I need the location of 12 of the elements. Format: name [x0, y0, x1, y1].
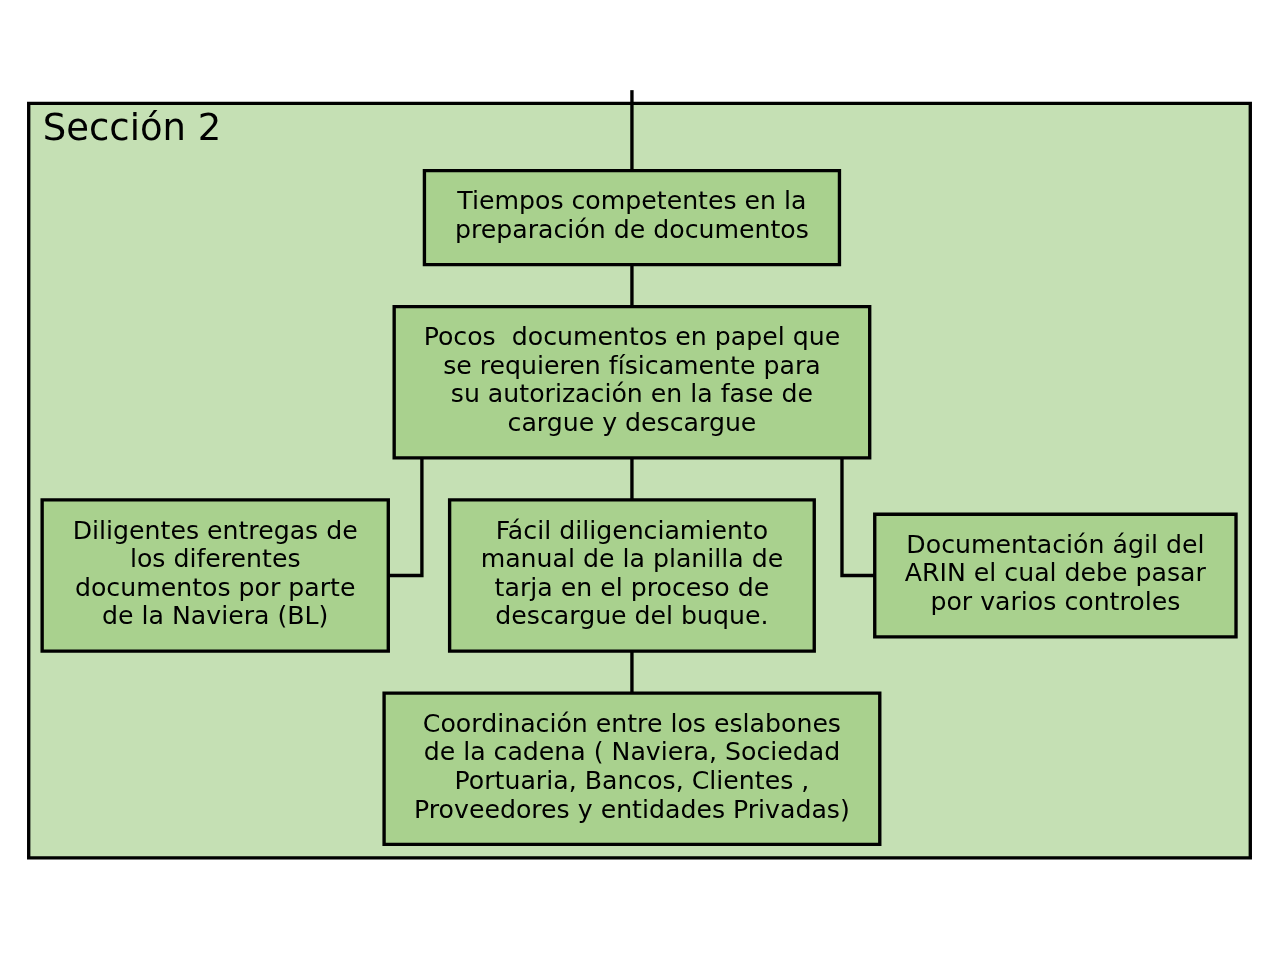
connector [630, 458, 634, 500]
node-box: Coordinación entre los eslabones de la cadena ( Naviera, Sociedad Portuaria, Bancos, Clientes , Proveedores y entidades Privadas) [382, 691, 882, 847]
connector [630, 90, 634, 170]
connector [388, 458, 424, 578]
connector [630, 264, 634, 307]
node-box: Diligentes entregas de los diferentes documentos por parte de la Naviera (BL) [40, 498, 390, 653]
node-box: Tiempos competentes en la preparación de documentos [422, 168, 842, 267]
node-box: Fácil diligenciamiento manual de la planilla de tarja en el proceso de descargue del buque. [447, 498, 816, 653]
node-box: Pocos documentos en papel que se requieren físicamente para su autorización en la fase de cargue y descargue [392, 305, 872, 460]
node-box: Documentación ágil del ARIN el cual debe pasar por varios controles [873, 512, 1238, 639]
connector [630, 651, 634, 693]
connector [840, 458, 875, 578]
